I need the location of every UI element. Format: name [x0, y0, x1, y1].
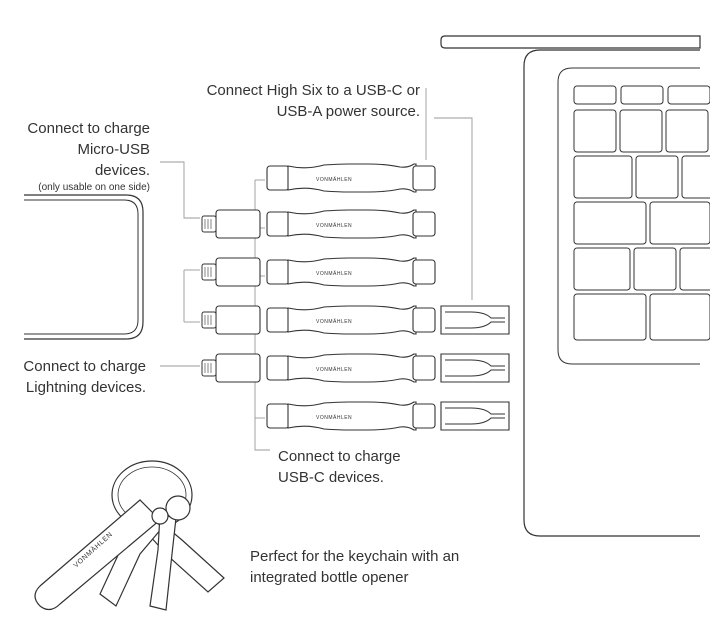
keychain-label: Perfect for the keychain with an integra…: [250, 546, 490, 588]
keychain-illustration: VONMÄHLEN: [34, 460, 225, 611]
usb-source-label: Connect High Six to a USB-C or USB-A pow…: [204, 80, 420, 122]
cable-row-6: VONMÄHLEN: [266, 401, 510, 431]
cable-brand-label: VONMÄHLEN: [316, 176, 352, 183]
cable-brand-label: VONMÄHLEN: [316, 318, 352, 325]
cable-brand-label: VONMÄHLEN: [316, 222, 352, 229]
laptop: [440, 35, 710, 537]
keyboard: [573, 85, 710, 341]
keychain-label-line2: integrated bottle opener: [250, 569, 409, 586]
usb-source-label-line2: USB-A power source.: [276, 103, 420, 120]
micro-usb-label-line2: Micro-USB devices.: [77, 141, 150, 179]
usb-source-label-line1: Connect High Six to a USB-C or: [206, 82, 420, 99]
cable-row-2: VONMÄHLEN: [201, 209, 436, 239]
keychain-label-line1: Perfect for the keychain with an: [250, 548, 460, 565]
lightning-label: Connect to charge Lightning devices.: [16, 356, 146, 398]
micro-usb-label: Connect to charge Micro-USB devices. (on…: [20, 118, 150, 194]
usbc-label: Connect to charge USB-C devices.: [278, 446, 428, 488]
micro-usb-label-line1: Connect to charge: [27, 120, 150, 137]
micro-usb-note: (only usable on one side): [38, 182, 150, 193]
cable-brand-label: VONMÄHLEN: [316, 270, 352, 277]
lightning-label-line2: Lightning devices.: [25, 379, 146, 396]
cable-row-4: VONMÄHLEN: [201, 305, 510, 335]
cable-row-3: VONMÄHLEN: [201, 257, 436, 287]
cable-row-5: VONMÄHLEN: [201, 353, 510, 383]
usbc-label-line1: Connect to charge: [278, 448, 401, 465]
device-edge: [24, 194, 144, 340]
cable-brand-label: VONMÄHLEN: [316, 414, 352, 421]
usbc-label-line2: USB-C devices.: [278, 469, 384, 486]
lightning-label-line1: Connect to charge: [23, 358, 146, 375]
cable-brand-label: VONMÄHLEN: [316, 366, 352, 373]
cable-row-1: VONMÄHLEN: [266, 163, 436, 193]
